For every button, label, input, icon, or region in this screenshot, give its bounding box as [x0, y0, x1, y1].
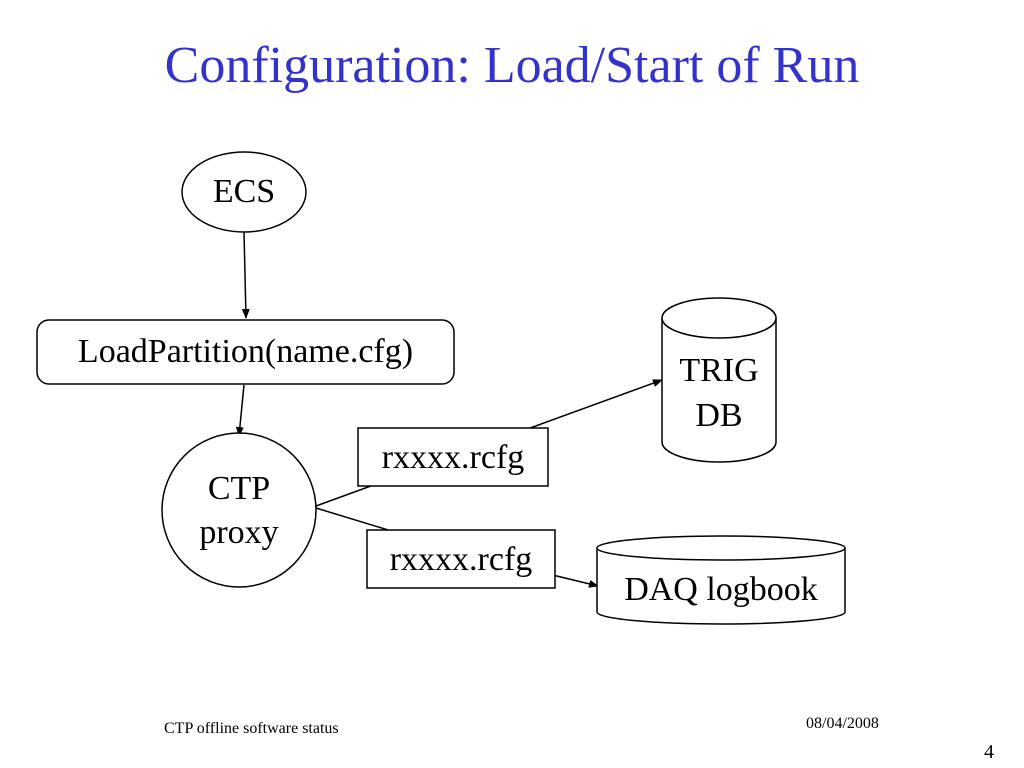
footer-date: 08/04/2008 [806, 715, 879, 732]
ctp-proxy-label-line1: CTP [207, 470, 271, 507]
rcfg-upper-label: rxxxx.rcfg [381, 439, 525, 476]
trig-db-cylinder [661, 297, 777, 463]
ctp-proxy-label-line2: proxy [199, 514, 279, 551]
daq-logbook-label: DAQ logbook [624, 571, 818, 608]
edge-ecs-to-loadpartition [241, 231, 250, 319]
rcfg-lower-label: rxxxx.rcfg [389, 541, 533, 578]
slide-title: Configuration: Load/Start of Run [164, 37, 860, 94]
page-number: 4 [984, 741, 994, 763]
load-partition-label: LoadPartition(name.cfg) [77, 333, 414, 370]
daq-logbook-cylinder [596, 535, 846, 625]
load-partition-node [36, 319, 455, 385]
trig-db-label-line1: TRIG [679, 352, 759, 389]
ctp-proxy-node [161, 432, 317, 588]
rcfg-lower-box [366, 529, 556, 589]
edge-loadpartition-to-ctp [235, 384, 245, 437]
trig-db-label-line2: DB [695, 397, 743, 434]
footer-text: CTP offline software status [164, 720, 339, 737]
ecs-label: ECS [212, 173, 276, 210]
ecs-node [181, 151, 307, 233]
rcfg-upper-box [357, 427, 549, 487]
